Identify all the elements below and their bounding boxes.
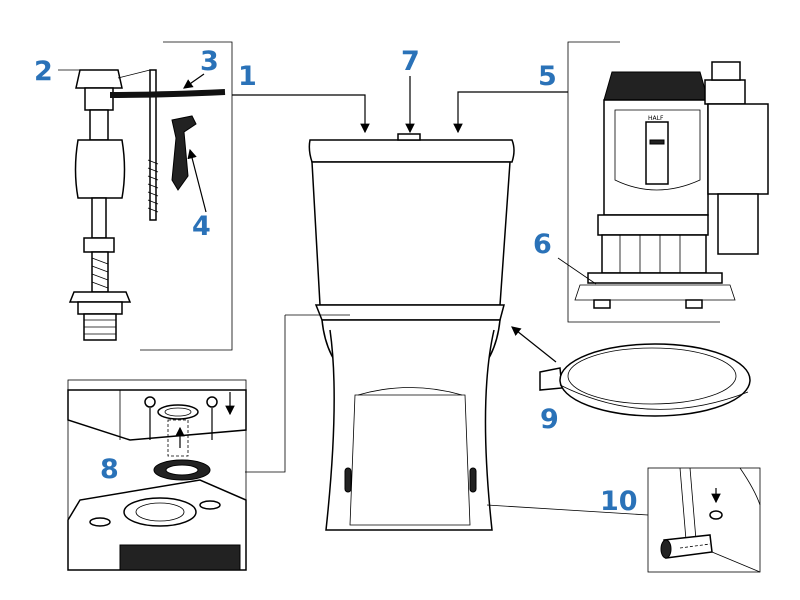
callout-6: 6 (533, 229, 552, 260)
callout-2: 2 (34, 56, 53, 87)
inset-seal-panel (67, 379, 247, 571)
flush-valve: HALF (574, 61, 769, 309)
half-label: HALF (648, 115, 664, 122)
bowl (314, 304, 505, 321)
callout-8: 8 (100, 454, 119, 485)
tank (311, 161, 511, 306)
callout-9: 9 (540, 404, 559, 435)
refill-tube (109, 89, 226, 98)
refill-clip (171, 115, 197, 191)
fill-valve (68, 69, 159, 341)
fill-valve-panel: 2 3 4 (34, 41, 233, 351)
callout-3: 3 (200, 46, 219, 77)
flush-valve-panel: HALF 6 (533, 41, 769, 323)
callout-10: 10 (600, 486, 638, 517)
bolt-cap-right (469, 467, 477, 493)
callout-5: 5 (538, 61, 557, 92)
toilet (308, 133, 515, 531)
toilet-seat (539, 343, 751, 417)
callout-4: 4 (192, 211, 211, 242)
inset-bolt-cap-panel (647, 467, 761, 573)
callout-7: 7 (401, 46, 420, 77)
callout-1: 1 (238, 61, 257, 92)
tank-lid (308, 139, 515, 163)
bolt-cap-left (344, 467, 352, 493)
